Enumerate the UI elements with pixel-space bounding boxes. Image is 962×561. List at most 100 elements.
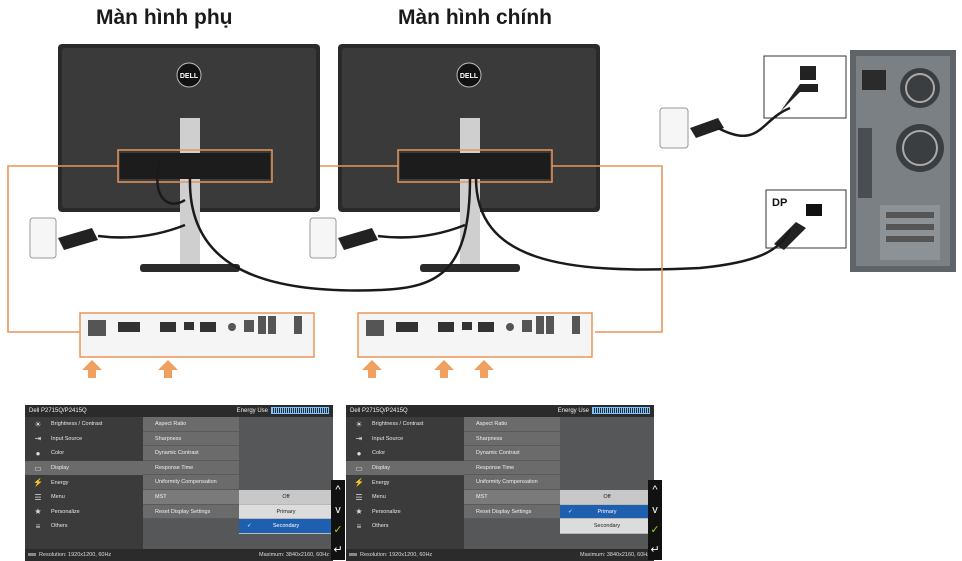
menu-icon: ☰ — [34, 492, 42, 502]
color-icon: ● — [356, 448, 362, 458]
option-reset-display-settings[interactable]: Reset Display Settings — [143, 504, 239, 520]
option-dynamic-contrast[interactable]: Dynamic Contrast — [464, 446, 560, 461]
value-off[interactable]: Off — [560, 489, 654, 505]
dell-logo-primary: DELL — [460, 73, 479, 80]
checkmark-icon: ✓ — [247, 523, 252, 530]
menu-others[interactable]: ≡ Others — [346, 519, 464, 534]
option-reset-display-settings[interactable]: Reset Display Settings — [464, 504, 560, 520]
others-icon: ≡ — [356, 521, 362, 531]
secondary-monitor: DELL — [58, 44, 320, 272]
option-dynamic-contrast[interactable]: Dynamic Contrast — [143, 446, 239, 461]
osd-menu-list: ☀ Brightness / Contrast ⇥Input Source ● Co… — [346, 417, 464, 549]
menu-label: Personalize — [372, 508, 401, 515]
menu-brightness-contrast[interactable]: ☀ Brightness / Contrast — [346, 417, 464, 432]
down-button[interactable]: v — [335, 504, 341, 516]
dell-logo-secondary: DELL — [180, 73, 199, 80]
value-label: Secondary — [272, 523, 300, 530]
osd-options: Aspect Ratio Sharpness Dynamic Contrast … — [143, 417, 239, 549]
option-mst[interactable]: MST — [464, 489, 560, 505]
checkmark-icon: ✓ — [568, 508, 573, 515]
value-label: Primary — [597, 508, 617, 515]
brightness-icon: ☀ — [355, 419, 363, 429]
energy-meter — [592, 406, 650, 414]
display-icon: ▭ — [34, 463, 42, 473]
osd-menu-primary: Dell P2715Q/P2415Q Energy Use ☀ Brightnes… — [346, 405, 654, 561]
ok-button[interactable]: ✓ — [650, 524, 660, 536]
menu-others[interactable]: ≡ Others — [25, 519, 143, 534]
menu-icon: ☰ — [355, 492, 363, 502]
primary-port-panel — [357, 312, 593, 358]
menu-label: Menu — [372, 494, 386, 501]
value-secondary[interactable]: Secondary — [560, 519, 654, 534]
option-sharpness[interactable]: Sharpness — [464, 431, 560, 447]
energy-icon: ⚡ — [33, 478, 43, 488]
value-secondary[interactable]: ✓ Secondary — [239, 519, 333, 534]
back-button[interactable]: ↵ — [333, 544, 343, 556]
menu-label: Display — [372, 465, 391, 472]
menu-label: Personalize — [51, 508, 80, 515]
menu-label: Display — [51, 465, 70, 472]
option-aspect-ratio[interactable]: Aspect Ratio — [464, 417, 560, 432]
menu-brightness-contrast[interactable]: ☀Brightness / Contrast — [25, 417, 143, 432]
secondary-monitor-title: Màn hình phụ — [96, 6, 233, 29]
option-aspect-ratio[interactable]: Aspect Ratio — [143, 417, 239, 432]
option-response-time[interactable]: Response Time — [464, 460, 560, 476]
value-primary[interactable]: ✓ Primary — [560, 504, 654, 520]
value-primary[interactable]: Primary — [239, 504, 333, 520]
option-uniformity-compensation[interactable]: Uniformity Compensation — [143, 475, 239, 490]
osd-header: Dell P2715Q/P2415Q Energy Use — [25, 405, 333, 417]
secondary-port-panel — [79, 312, 315, 358]
option-sharpness[interactable]: Sharpness — [143, 431, 239, 447]
osd-values: Off Primary ✓ Secondary — [239, 417, 333, 549]
osd-menu-secondary: Dell P2715Q/P2415Q Energy Use ☀Brightnes… — [25, 405, 333, 561]
displayport-icon — [28, 553, 36, 556]
menu-display[interactable]: ▭ Display — [346, 460, 464, 476]
back-button[interactable]: ↵ — [650, 544, 660, 556]
menu-input-source[interactable]: ⇥Input Source — [25, 432, 143, 447]
option-uniformity-compensation[interactable]: Uniformity Compensation — [464, 475, 560, 490]
menu-label: Others — [372, 523, 389, 530]
menu-label: Menu — [51, 494, 65, 501]
nav-buttons-secondary: ^ v ✓ ↵ — [331, 480, 345, 560]
menu-personalize[interactable]: ★Personalize — [346, 505, 464, 520]
energy-use-label: Energy Use — [236, 408, 268, 414]
primary-monitor-title: Màn hình chính — [398, 6, 552, 29]
connection-diagram: DELL DELL DP — [7, 44, 956, 378]
menu-color[interactable]: ●Color — [25, 446, 143, 461]
energy-icon: ⚡ — [354, 478, 364, 488]
osd-footer: Resolution: 1920x1200, 60Hz Maximum: 384… — [346, 549, 654, 561]
maximum-text: Maximum: 3840x2160, 60Hz — [579, 552, 650, 558]
resolution-text: Resolution: 1920x1200, 60Hz — [360, 552, 433, 558]
option-response-time[interactable]: Response Time — [143, 460, 239, 476]
ok-button[interactable]: ✓ — [333, 524, 343, 536]
osd-values: Off ✓ Primary Secondary — [560, 417, 654, 549]
menu-label: Color — [372, 450, 386, 457]
menu-display[interactable]: ▭ Display — [25, 460, 143, 476]
menu-label: Energy — [372, 479, 390, 486]
osd-header: Dell P2715Q/P2415Q Energy Use — [346, 405, 654, 417]
energy-meter — [271, 406, 329, 414]
up-button[interactable]: ^ — [652, 484, 658, 496]
value-off[interactable]: Off — [239, 489, 333, 505]
menu-menu[interactable]: ☰ Menu — [346, 490, 464, 505]
menu-menu[interactable]: ☰ Menu — [25, 490, 143, 505]
menu-color[interactable]: ● Color — [346, 446, 464, 461]
menu-energy[interactable]: ⚡Energy — [25, 475, 143, 490]
menu-energy[interactable]: ⚡ Energy — [346, 475, 464, 490]
osd-options: Aspect Ratio Sharpness Dynamic Contrast … — [464, 417, 560, 549]
menu-label: Color — [51, 450, 65, 457]
option-mst[interactable]: MST — [143, 489, 239, 505]
menu-personalize[interactable]: ★Personalize — [25, 505, 143, 520]
menu-input-source[interactable]: ⇥Input Source — [346, 432, 464, 447]
menu-label: Others — [51, 523, 68, 530]
nav-buttons-primary: ^ v ✓ ↵ — [648, 480, 662, 560]
menu-label: Input Source — [372, 435, 404, 442]
primary-monitor: DELL — [338, 44, 600, 272]
menu-label: Brightness / Contrast — [372, 421, 424, 428]
down-button[interactable]: v — [652, 504, 658, 516]
display-icon: ▭ — [355, 463, 363, 473]
others-icon: ≡ — [35, 521, 41, 531]
up-button[interactable]: ^ — [335, 484, 341, 496]
displayport-icon — [349, 553, 357, 556]
maximum-text: Maximum: 3840x2160, 60Hz — [258, 552, 329, 558]
